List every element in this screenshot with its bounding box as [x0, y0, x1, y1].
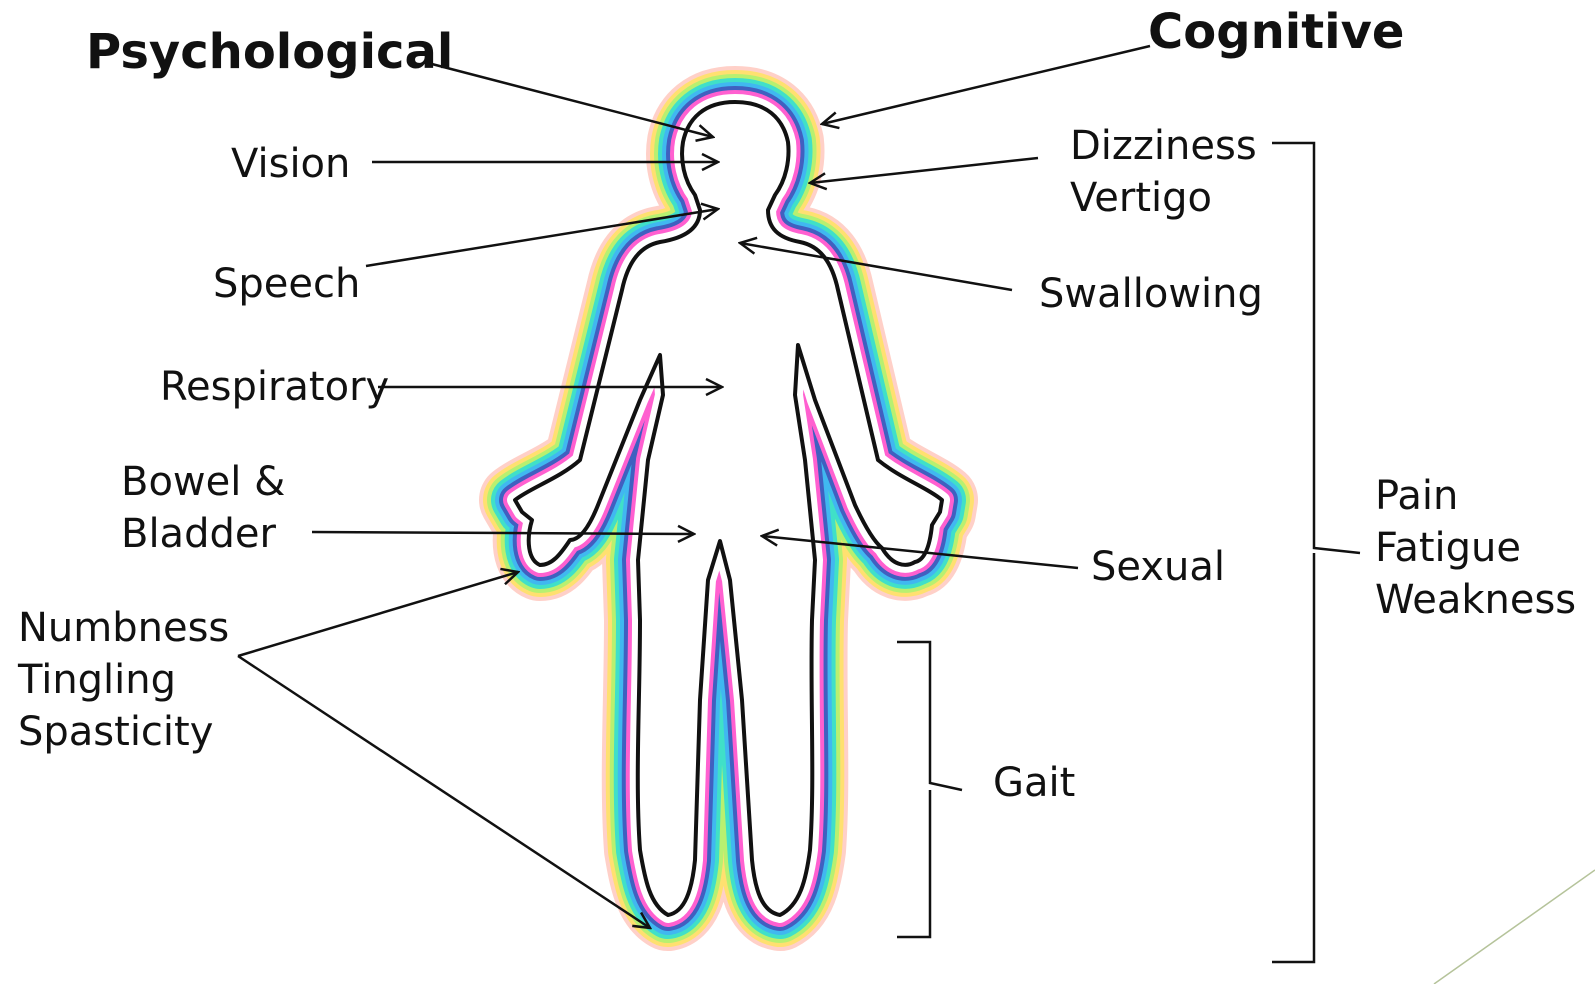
arrow-dizziness: [810, 158, 1038, 183]
label-vision: Vision: [231, 138, 350, 190]
bracket-general: [1272, 143, 1360, 962]
label-bowel-line: Bowel &: [121, 456, 285, 508]
label-tingling: Tingling: [18, 654, 229, 706]
label-cognitive: Cognitive: [1148, 4, 1404, 60]
label-respiratory: Respiratory: [160, 361, 389, 413]
label-numbness: Numbness: [18, 602, 229, 654]
label-speech: Speech: [213, 258, 360, 310]
label-vertigo: Vertigo: [1070, 172, 1257, 224]
label-general-group: Pain Fatigue Weakness: [1375, 470, 1576, 626]
label-numbness-group: Numbness Tingling Spasticity: [18, 602, 229, 758]
label-gait: Gait: [993, 757, 1075, 809]
label-spasticity: Spasticity: [18, 706, 229, 758]
label-sexual: Sexual: [1091, 541, 1225, 593]
label-fatigue: Fatigue: [1375, 522, 1576, 574]
bracket-gait: [897, 642, 962, 937]
slide-corner-decoration: [1434, 870, 1595, 984]
label-weakness: Weakness: [1375, 574, 1576, 626]
label-swallowing: Swallowing: [1039, 268, 1263, 320]
label-bowel-bladder: Bowel & Bladder: [121, 456, 285, 560]
label-dizziness-group: Dizziness Vertigo: [1070, 120, 1257, 224]
label-pain: Pain: [1375, 470, 1576, 522]
label-dizziness: Dizziness: [1070, 120, 1257, 172]
arrow-numbness-foot: [238, 656, 650, 928]
arrow-numbness-hand: [238, 572, 518, 656]
arrow-cognitive: [822, 46, 1150, 124]
label-bladder-line: Bladder: [121, 508, 285, 560]
label-psychological: Psychological: [86, 24, 453, 80]
